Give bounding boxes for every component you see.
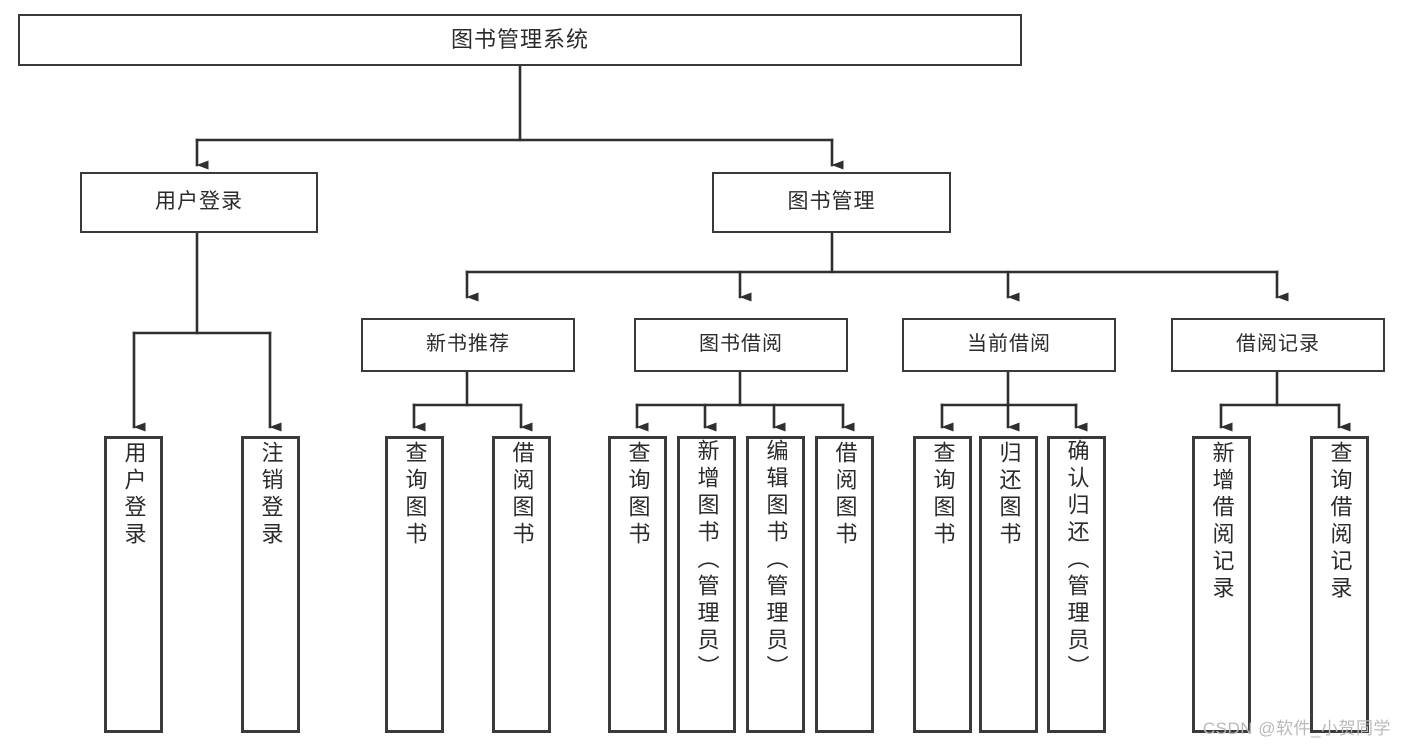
node-current-borrow[interactable]: 当前借阅 — [902, 318, 1116, 372]
node-label: 查询图书 — [930, 441, 956, 549]
leaf-user-logout[interactable]: 注销登录 — [241, 436, 300, 733]
node-label: 新增借阅记录 — [1209, 441, 1235, 603]
node-label: 新增图书（管理员） — [694, 439, 720, 682]
leaf-query-borrow-record[interactable]: 查询借阅记录 — [1310, 436, 1369, 733]
node-label: 当前借阅 — [967, 333, 1051, 356]
leaf-borrow-book[interactable]: 借阅图书 — [815, 436, 874, 733]
watermark: CSDN @软件_小贺同学 — [1202, 719, 1391, 738]
node-label: 查询图书 — [402, 441, 428, 549]
node-new-book-recommend[interactable]: 新书推荐 — [361, 318, 575, 372]
node-label: 新书推荐 — [426, 333, 510, 356]
node-label: 用户登录 — [155, 190, 243, 214]
node-label: 注销登录 — [258, 441, 284, 549]
node-label: 图书借阅 — [699, 333, 783, 356]
leaf-edit-book-admin[interactable]: 编辑图书（管理员） — [746, 436, 805, 733]
leaf-add-book-admin[interactable]: 新增图书（管理员） — [677, 436, 736, 733]
node-label: 用户登录 — [121, 441, 147, 549]
leaf-return-book[interactable]: 归还图书 — [979, 436, 1038, 733]
node-label: 图书管理 — [787, 190, 876, 214]
node-label: 归还图书 — [996, 441, 1022, 549]
leaf-query-book-borrow[interactable]: 查询图书 — [608, 436, 667, 733]
node-root-book-management-system[interactable]: 图书管理系统 — [18, 14, 1022, 66]
node-book-manage[interactable]: 图书管理 — [712, 172, 951, 233]
node-borrow-record[interactable]: 借阅记录 — [1171, 318, 1385, 372]
node-user-login[interactable]: 用户登录 — [80, 172, 318, 233]
node-label: 借阅图书 — [509, 441, 535, 549]
leaf-query-book-recommend[interactable]: 查询图书 — [385, 436, 444, 733]
node-book-borrow[interactable]: 图书借阅 — [634, 318, 848, 372]
leaf-borrow-book-recommend[interactable]: 借阅图书 — [492, 436, 551, 733]
node-label: 借阅图书 — [832, 441, 858, 549]
node-label: 借阅记录 — [1236, 333, 1320, 356]
leaf-query-book-current[interactable]: 查询图书 — [913, 436, 972, 733]
node-label: 查询图书 — [625, 441, 651, 549]
leaf-user-login[interactable]: 用户登录 — [104, 436, 163, 733]
node-label: 图书管理系统 — [450, 27, 589, 53]
node-label: 编辑图书（管理员） — [763, 439, 789, 682]
leaf-confirm-return-admin[interactable]: 确认归还（管理员） — [1047, 436, 1106, 733]
leaf-add-borrow-record[interactable]: 新增借阅记录 — [1192, 436, 1251, 733]
node-label: 查询借阅记录 — [1327, 441, 1353, 603]
node-label: 确认归还（管理员） — [1064, 439, 1090, 682]
